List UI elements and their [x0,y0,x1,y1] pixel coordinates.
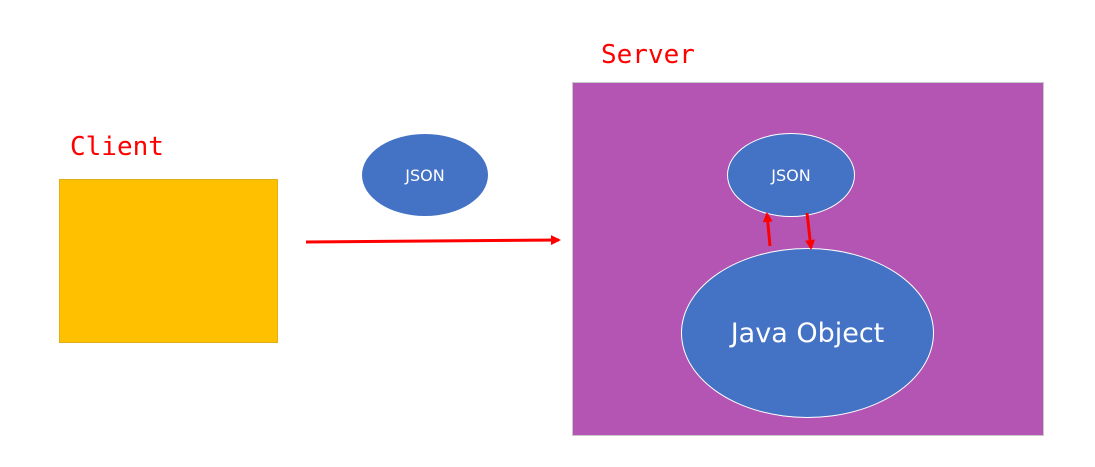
json-request-ellipse: JSON [361,133,489,217]
java-object-label: Java Object [730,317,885,349]
client-label: Client [70,132,164,162]
client-to-server-arrow [305,235,561,246]
java-object-ellipse: Java Object [681,248,934,418]
json-server-ellipse: JSON [727,133,855,217]
json-server-label: JSON [771,165,811,185]
server-label: Server [601,40,695,70]
client-box [59,179,278,343]
json-request-label: JSON [405,165,445,185]
